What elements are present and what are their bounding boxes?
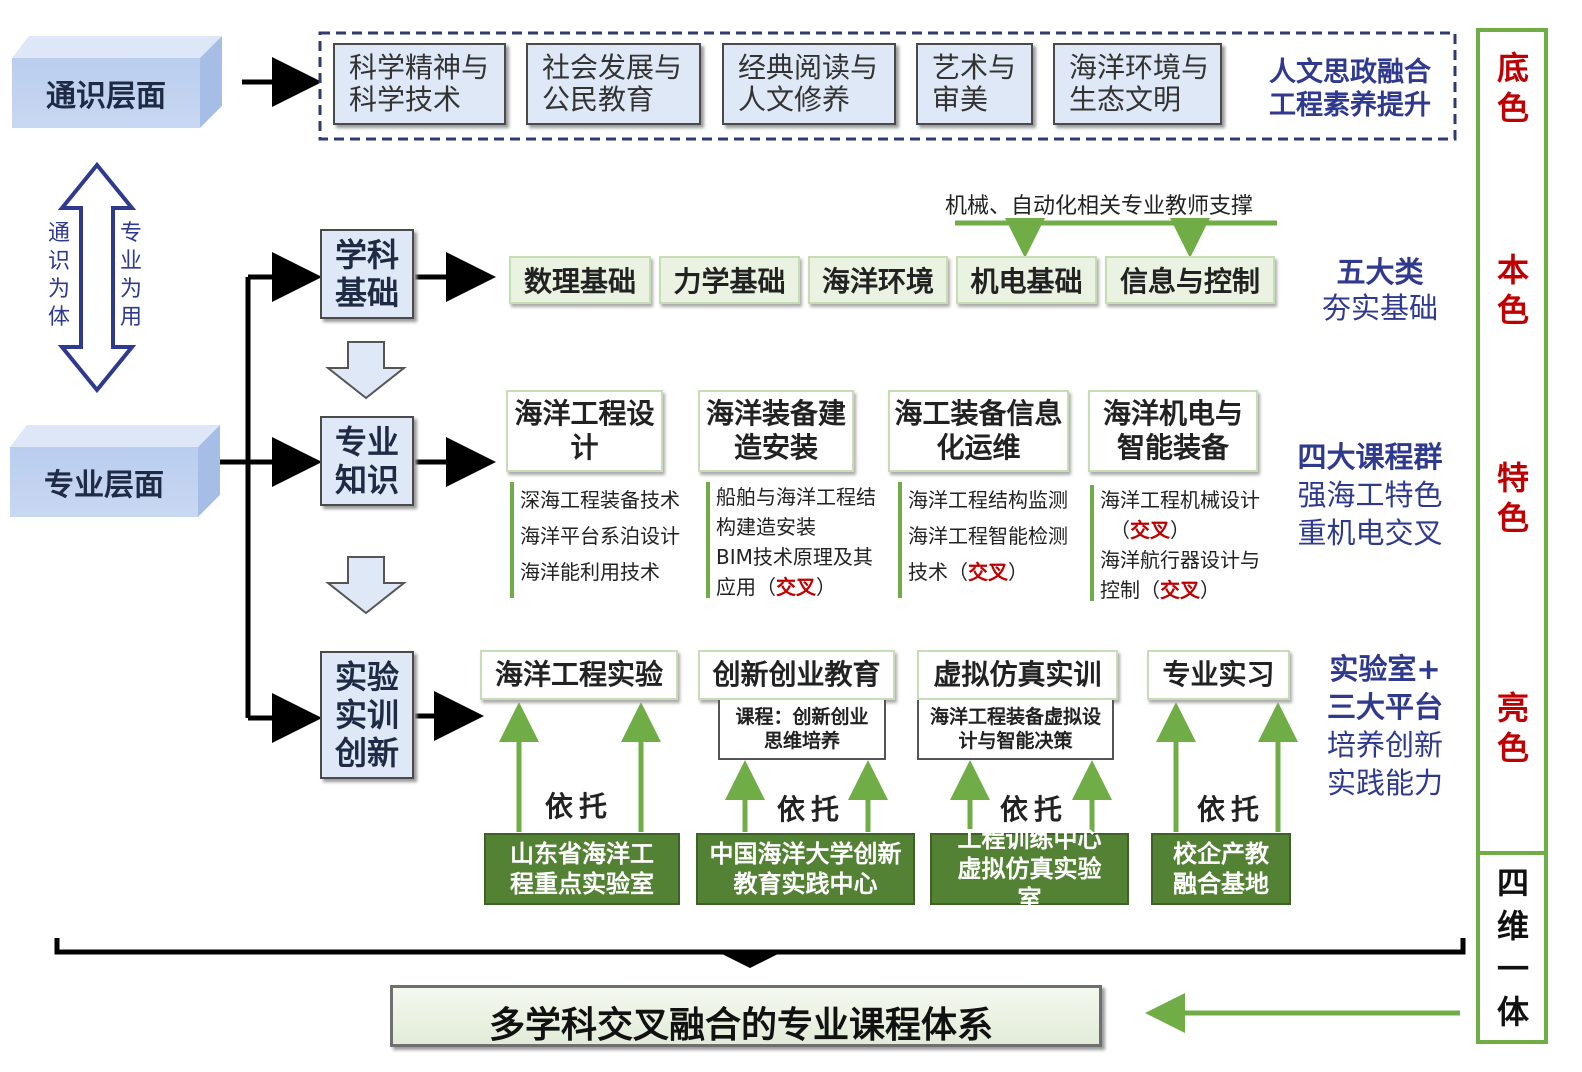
course-group-3-list: 海洋工程结构监测 海洋工程智能检测 技术（交叉）	[898, 482, 1078, 598]
practice-item-1-rely: 依托	[545, 790, 614, 823]
right-color-1: 底色	[1496, 49, 1529, 127]
right-column-frame	[1476, 28, 1548, 1044]
right-integration: 四维一体	[1496, 864, 1529, 1031]
foundation-category-5: 信息与控制	[1105, 256, 1275, 304]
general-label: 人文思政融合工程素养提升	[1269, 57, 1431, 121]
practice-item-4-title: 专业实习	[1147, 650, 1290, 700]
foundation-category-1: 数理基础	[509, 256, 651, 304]
bottom-bracket	[54, 938, 1466, 955]
course-group-1-title: 海洋工程设计	[506, 390, 663, 472]
foundation-category-4: 机电基础	[956, 256, 1097, 304]
practice-item-3-sub: 海洋工程装备虚拟设计与智能决策	[917, 700, 1114, 760]
double-arrow-right-label: 专业为用	[119, 221, 142, 330]
course-group-2-list: 船舶与海洋工程结 构建造安装 BIM技术原理及其 应用（交叉）	[706, 482, 881, 599]
practice-item-1-title: 海洋工程实验	[480, 650, 678, 700]
major-layer-label: 专业层面	[10, 447, 198, 517]
course-group-3-title: 海工装备信息化运维	[888, 390, 1069, 472]
major-layer-block: 专业层面	[10, 425, 220, 517]
course-group-4-list: 海洋工程机械设计 （交叉） 海洋航行器设计与 控制（交叉）	[1090, 485, 1270, 602]
practice-item-2-rely: 依托	[777, 793, 846, 826]
practice-item-3-base: 工程训练中心虚拟仿真实验室	[930, 825, 1129, 913]
right-color-2: 本色	[1496, 251, 1529, 329]
right-color-4: 亮色	[1496, 689, 1529, 767]
rely-arrows	[499, 702, 1298, 832]
general-course-2: 社会发展与公民教育	[526, 43, 701, 125]
stage-practice: 实验实训创新	[320, 651, 414, 779]
practice-item-3-rely: 依托	[1000, 793, 1069, 826]
foundation-label: 五大类 夯实基础	[1321, 255, 1438, 325]
teacher-support-text: 机械、自动化相关专业教师支撑	[945, 194, 1254, 219]
general-course-3: 经典阅读与人文修养	[722, 43, 896, 125]
practice-item-2-title: 创新创业教育	[698, 650, 895, 700]
practice-item-2-base: 中国海洋大学创新教育实践中心	[696, 833, 915, 905]
practice-item-1-base: 山东省海洋工程重点实验室	[484, 833, 680, 905]
right-color-3: 特色	[1496, 459, 1529, 537]
course-group-2-title: 海洋装备建造安装	[698, 390, 854, 472]
down-arrow-1	[325, 341, 407, 400]
practice-item-2-sub: 课程：创新创业思维培养	[718, 700, 886, 760]
general-course-4: 艺术与审美	[916, 43, 1033, 125]
practice-label: 实验室+ 三大平台 培养创新 实践能力	[1326, 652, 1443, 800]
final-title: 多学科交叉融合的专业课程体系	[489, 1005, 994, 1046]
double-arrow-shape	[57, 161, 137, 394]
general-dashed-frame	[318, 31, 1457, 141]
final-title-box: 多学科交叉融合的专业课程体系	[390, 985, 1102, 1047]
stage-knowledge: 专业知识	[320, 416, 414, 506]
knowledge-label: 四大课程群 强海工特色 重机电交叉	[1297, 440, 1443, 550]
general-course-5: 海洋环境与生态文明	[1053, 43, 1222, 125]
foundation-category-2: 力学基础	[659, 256, 800, 304]
practice-item-4-rely: 依托	[1197, 793, 1266, 826]
down-arrow-2	[325, 556, 407, 615]
stage-foundation: 学科基础	[320, 229, 414, 319]
general-layer-label: 通识层面	[12, 58, 200, 128]
general-layer-block: 通识层面	[12, 36, 222, 128]
course-group-4-title: 海洋机电与智能装备	[1088, 390, 1258, 472]
general-course-1: 科学精神与科学技术	[333, 43, 506, 125]
double-arrow-left-label: 通识为体	[47, 221, 70, 330]
practice-item-3-title: 虚拟仿真实训	[917, 650, 1118, 700]
practice-item-4-base: 校企产教融合基地	[1151, 833, 1291, 905]
foundation-category-3: 海洋环境	[808, 256, 948, 304]
course-group-1-list: 深海工程装备技术 海洋平台系泊设计 海洋能利用技术	[510, 482, 685, 598]
